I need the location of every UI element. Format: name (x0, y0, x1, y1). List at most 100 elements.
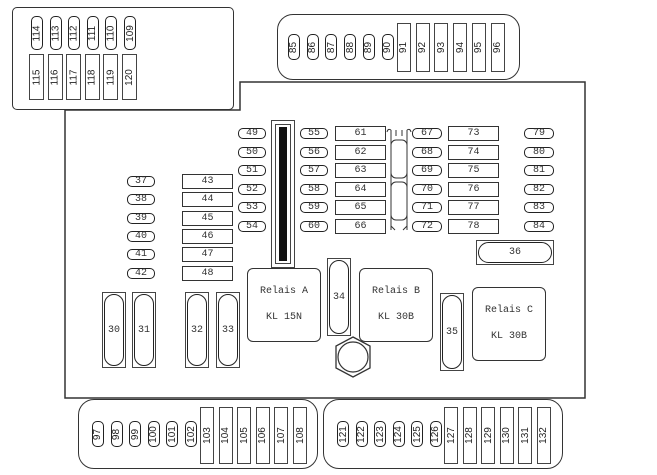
fuse-94: 94 (453, 23, 468, 72)
fuse-label: 77 (467, 202, 480, 214)
fuse-label: 100 (148, 425, 160, 443)
fuse-70: 70 (412, 183, 442, 195)
fuse-88: 88 (344, 34, 357, 60)
relay-name: Relais B (371, 286, 420, 297)
fuse-label: 89 (363, 41, 375, 53)
fuse-109: 109 (124, 16, 136, 50)
fuse-81: 81 (524, 165, 554, 177)
fuse-115: 115 (29, 54, 44, 100)
fuse-label: 66 (354, 221, 367, 232)
fuse-51: 51 (238, 165, 266, 177)
fuse-label: 49 (245, 128, 258, 139)
fuse-label: 63 (354, 165, 367, 177)
fuse-90: 90 (381, 34, 394, 60)
fuse-label: 37 (134, 176, 147, 187)
fuse-53: 53 (238, 202, 266, 214)
fuse-label: 111 (87, 25, 99, 41)
fuse-108: 108 (293, 407, 307, 464)
fuse-label: 33 (218, 294, 238, 366)
fuse-47: 47 (182, 247, 233, 263)
fuse-label: 80 (532, 146, 545, 158)
fuse-123: 123 (374, 421, 386, 447)
fuse-128: 128 (462, 407, 477, 464)
fuse-label: 106 (257, 427, 269, 444)
fuse-57: 57 (300, 165, 328, 177)
fuse-label: 117 (68, 69, 80, 85)
fuse-56: 56 (300, 146, 328, 158)
fuse-98: 98 (110, 421, 123, 447)
fuse-126: 126 (429, 421, 442, 447)
fuse-label: 96 (492, 41, 503, 54)
fuse-83: 83 (524, 202, 554, 214)
fuse-label: 125 (411, 425, 423, 443)
bus-bar (271, 120, 295, 268)
fuse-41: 41 (127, 249, 155, 261)
fuse-76: 76 (448, 181, 499, 197)
fuse-label: 40 (134, 230, 147, 242)
fuse-82: 82 (524, 183, 554, 195)
fuse-129: 129 (481, 407, 495, 464)
fuse-label: 43 (201, 176, 214, 187)
fuse-label: 56 (307, 146, 320, 158)
fuse-116: 116 (47, 54, 63, 100)
fuse-label: 52 (245, 183, 258, 195)
fuse-38: 38 (127, 194, 155, 206)
fuse-110: 110 (105, 16, 118, 50)
maxi-fuse-35: 35 (440, 293, 464, 371)
fuse-label: 110 (105, 25, 117, 41)
fuse-96: 96 (490, 23, 505, 72)
fuse-99: 99 (129, 421, 142, 447)
fuse-label: 95 (473, 41, 485, 54)
fuse-120: 120 (122, 54, 137, 100)
fuse-67: 67 (412, 128, 442, 139)
fuse-label: 69 (420, 165, 433, 177)
fuse-label: 47 (201, 249, 214, 261)
fuse-119: 119 (103, 54, 119, 100)
fuse-100: 100 (147, 421, 160, 447)
fuse-127: 127 (444, 407, 458, 464)
fuse-label: 113 (50, 25, 62, 41)
fuse-92: 92 (415, 23, 430, 72)
fuse-label: 72 (420, 221, 433, 232)
fuse-label: 92 (417, 41, 429, 54)
maxi-fuse-34: 34 (327, 258, 351, 336)
fuse-label: 59 (307, 202, 320, 214)
fuse-85: 85 (288, 34, 300, 60)
fuse-label: 65 (354, 202, 367, 214)
fuse-label: 109 (124, 24, 136, 42)
fuse-107: 107 (274, 407, 289, 464)
relay-terminal: KL 15N (265, 312, 302, 323)
fuse-118: 118 (84, 54, 100, 100)
relay-name: Relais A (259, 286, 308, 297)
fuse-label: 74 (467, 146, 480, 158)
fuse-label: 121 (337, 425, 349, 443)
fuse-label: 126 (430, 425, 441, 443)
fuse-45: 45 (182, 210, 233, 226)
fuse-label: 53 (245, 202, 258, 214)
fuse-48: 48 (182, 265, 233, 281)
fuse-label: 101 (166, 425, 178, 443)
fuse-label: 115 (31, 69, 43, 85)
fuse-label: 93 (435, 41, 447, 54)
fuse-label: 79 (532, 128, 545, 139)
fuse-label: 75 (467, 165, 480, 177)
fuse-122: 122 (355, 421, 368, 447)
fuse-73: 73 (448, 126, 499, 141)
fuse-106: 106 (255, 407, 270, 464)
relay-name: Relais C (484, 305, 533, 316)
fuse-54: 54 (238, 221, 266, 232)
fuse-label: 99 (129, 428, 141, 440)
fuse-label: 64 (354, 183, 367, 195)
fuse-37: 37 (127, 176, 155, 187)
fuse-label: 48 (201, 267, 214, 279)
fuse-label: 118 (86, 69, 98, 85)
fuse-label: 55 (307, 128, 320, 139)
fuse-label: 38 (134, 194, 147, 206)
maxi-fuse-33: 33 (216, 292, 240, 368)
fuse-label: 116 (49, 69, 61, 85)
fuse-105: 105 (237, 407, 252, 464)
fuse-label: 130 (501, 427, 512, 444)
fuse-label: 129 (482, 427, 494, 444)
